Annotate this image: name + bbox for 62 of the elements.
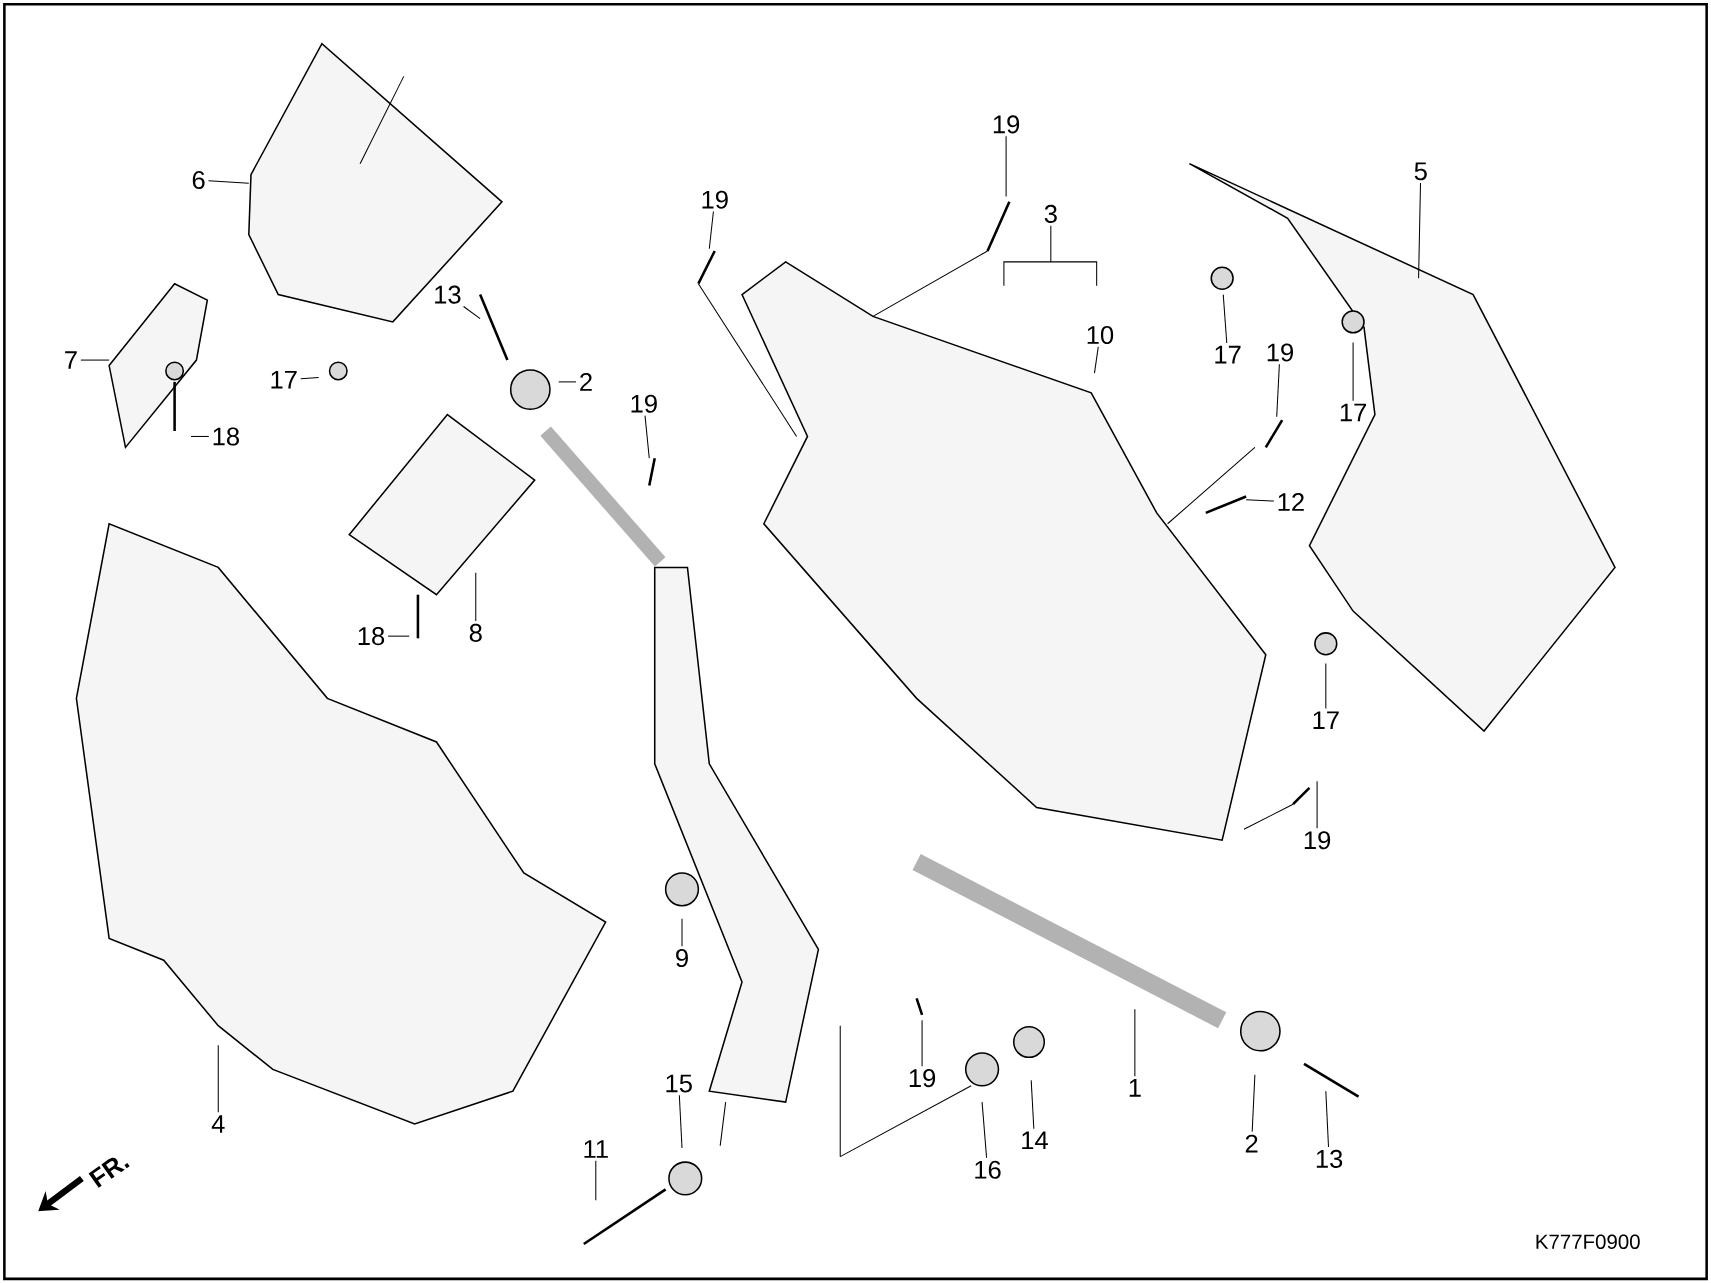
callout-number: 2	[1245, 1134, 1258, 1153]
leader-line	[1005, 135, 1007, 197]
callout-number: 8	[469, 623, 482, 642]
leader-line	[921, 1019, 923, 1067]
callout-number: 19	[631, 394, 657, 413]
leader-line	[1325, 1090, 1330, 1148]
callout-number: 5	[1414, 162, 1427, 181]
callout-number: 19	[1304, 831, 1331, 850]
callout-number: 17	[1340, 403, 1367, 422]
callout-number: 17	[271, 370, 297, 389]
leader-line	[300, 376, 320, 380]
leader-line	[1222, 294, 1228, 344]
callout-number: 15	[666, 1074, 692, 1093]
leader-line	[1093, 346, 1099, 374]
callout-number: 14	[1022, 1131, 1048, 1149]
callout-number: 4	[211, 1115, 225, 1133]
leader-line	[708, 210, 714, 250]
leader-line	[1325, 662, 1327, 709]
callout-number: 10	[1087, 325, 1114, 344]
callout-number: 13	[435, 285, 461, 304]
callout-number: 1	[1129, 1079, 1141, 1097]
leader-line	[681, 918, 683, 947]
leader-line	[1003, 225, 1098, 287]
callout-number: 19	[993, 115, 1020, 134]
callout-number: 6	[192, 170, 205, 189]
callout-number: 9	[676, 948, 688, 967]
leader-line	[475, 572, 477, 622]
callout-number: 13	[1316, 1149, 1343, 1168]
callout-number: 16	[975, 1160, 1001, 1179]
leader-line	[981, 1101, 988, 1159]
callout-number: 7	[65, 351, 77, 369]
callout-number: 19	[1267, 343, 1293, 362]
leader-line	[1251, 1074, 1256, 1133]
callout-number: 12	[1278, 492, 1304, 511]
leader-line	[1316, 780, 1318, 829]
direction-label: FR.	[88, 1157, 130, 1188]
leader-line	[190, 435, 210, 437]
leader-line	[387, 635, 410, 637]
leader-line	[644, 414, 650, 459]
leader-line	[558, 381, 577, 383]
leader-line	[217, 1044, 219, 1113]
leader-line	[1245, 499, 1275, 502]
callout-number: 17	[1313, 711, 1339, 729]
callout-number: 17	[1215, 345, 1241, 364]
callout-number: 3	[1044, 204, 1057, 223]
leader-line	[678, 1094, 683, 1149]
leader-line	[595, 1160, 597, 1201]
leader-line	[1030, 1079, 1035, 1130]
leader-line	[1352, 342, 1354, 402]
callout-number: 19	[909, 1068, 936, 1087]
figure-code: K777F0900	[1536, 1234, 1640, 1249]
callout-number: 2	[580, 372, 592, 391]
callout-number: 18	[358, 627, 385, 646]
leader-line	[80, 359, 110, 361]
callout-number: 19	[702, 190, 728, 209]
callout-number: 11	[584, 1140, 608, 1158]
leader-line	[1276, 363, 1280, 418]
leader-line	[208, 180, 250, 184]
leader-line	[1134, 1008, 1136, 1077]
leader-line	[1418, 182, 1421, 279]
leader-line	[463, 305, 481, 319]
callout-number: 18	[213, 427, 239, 446]
